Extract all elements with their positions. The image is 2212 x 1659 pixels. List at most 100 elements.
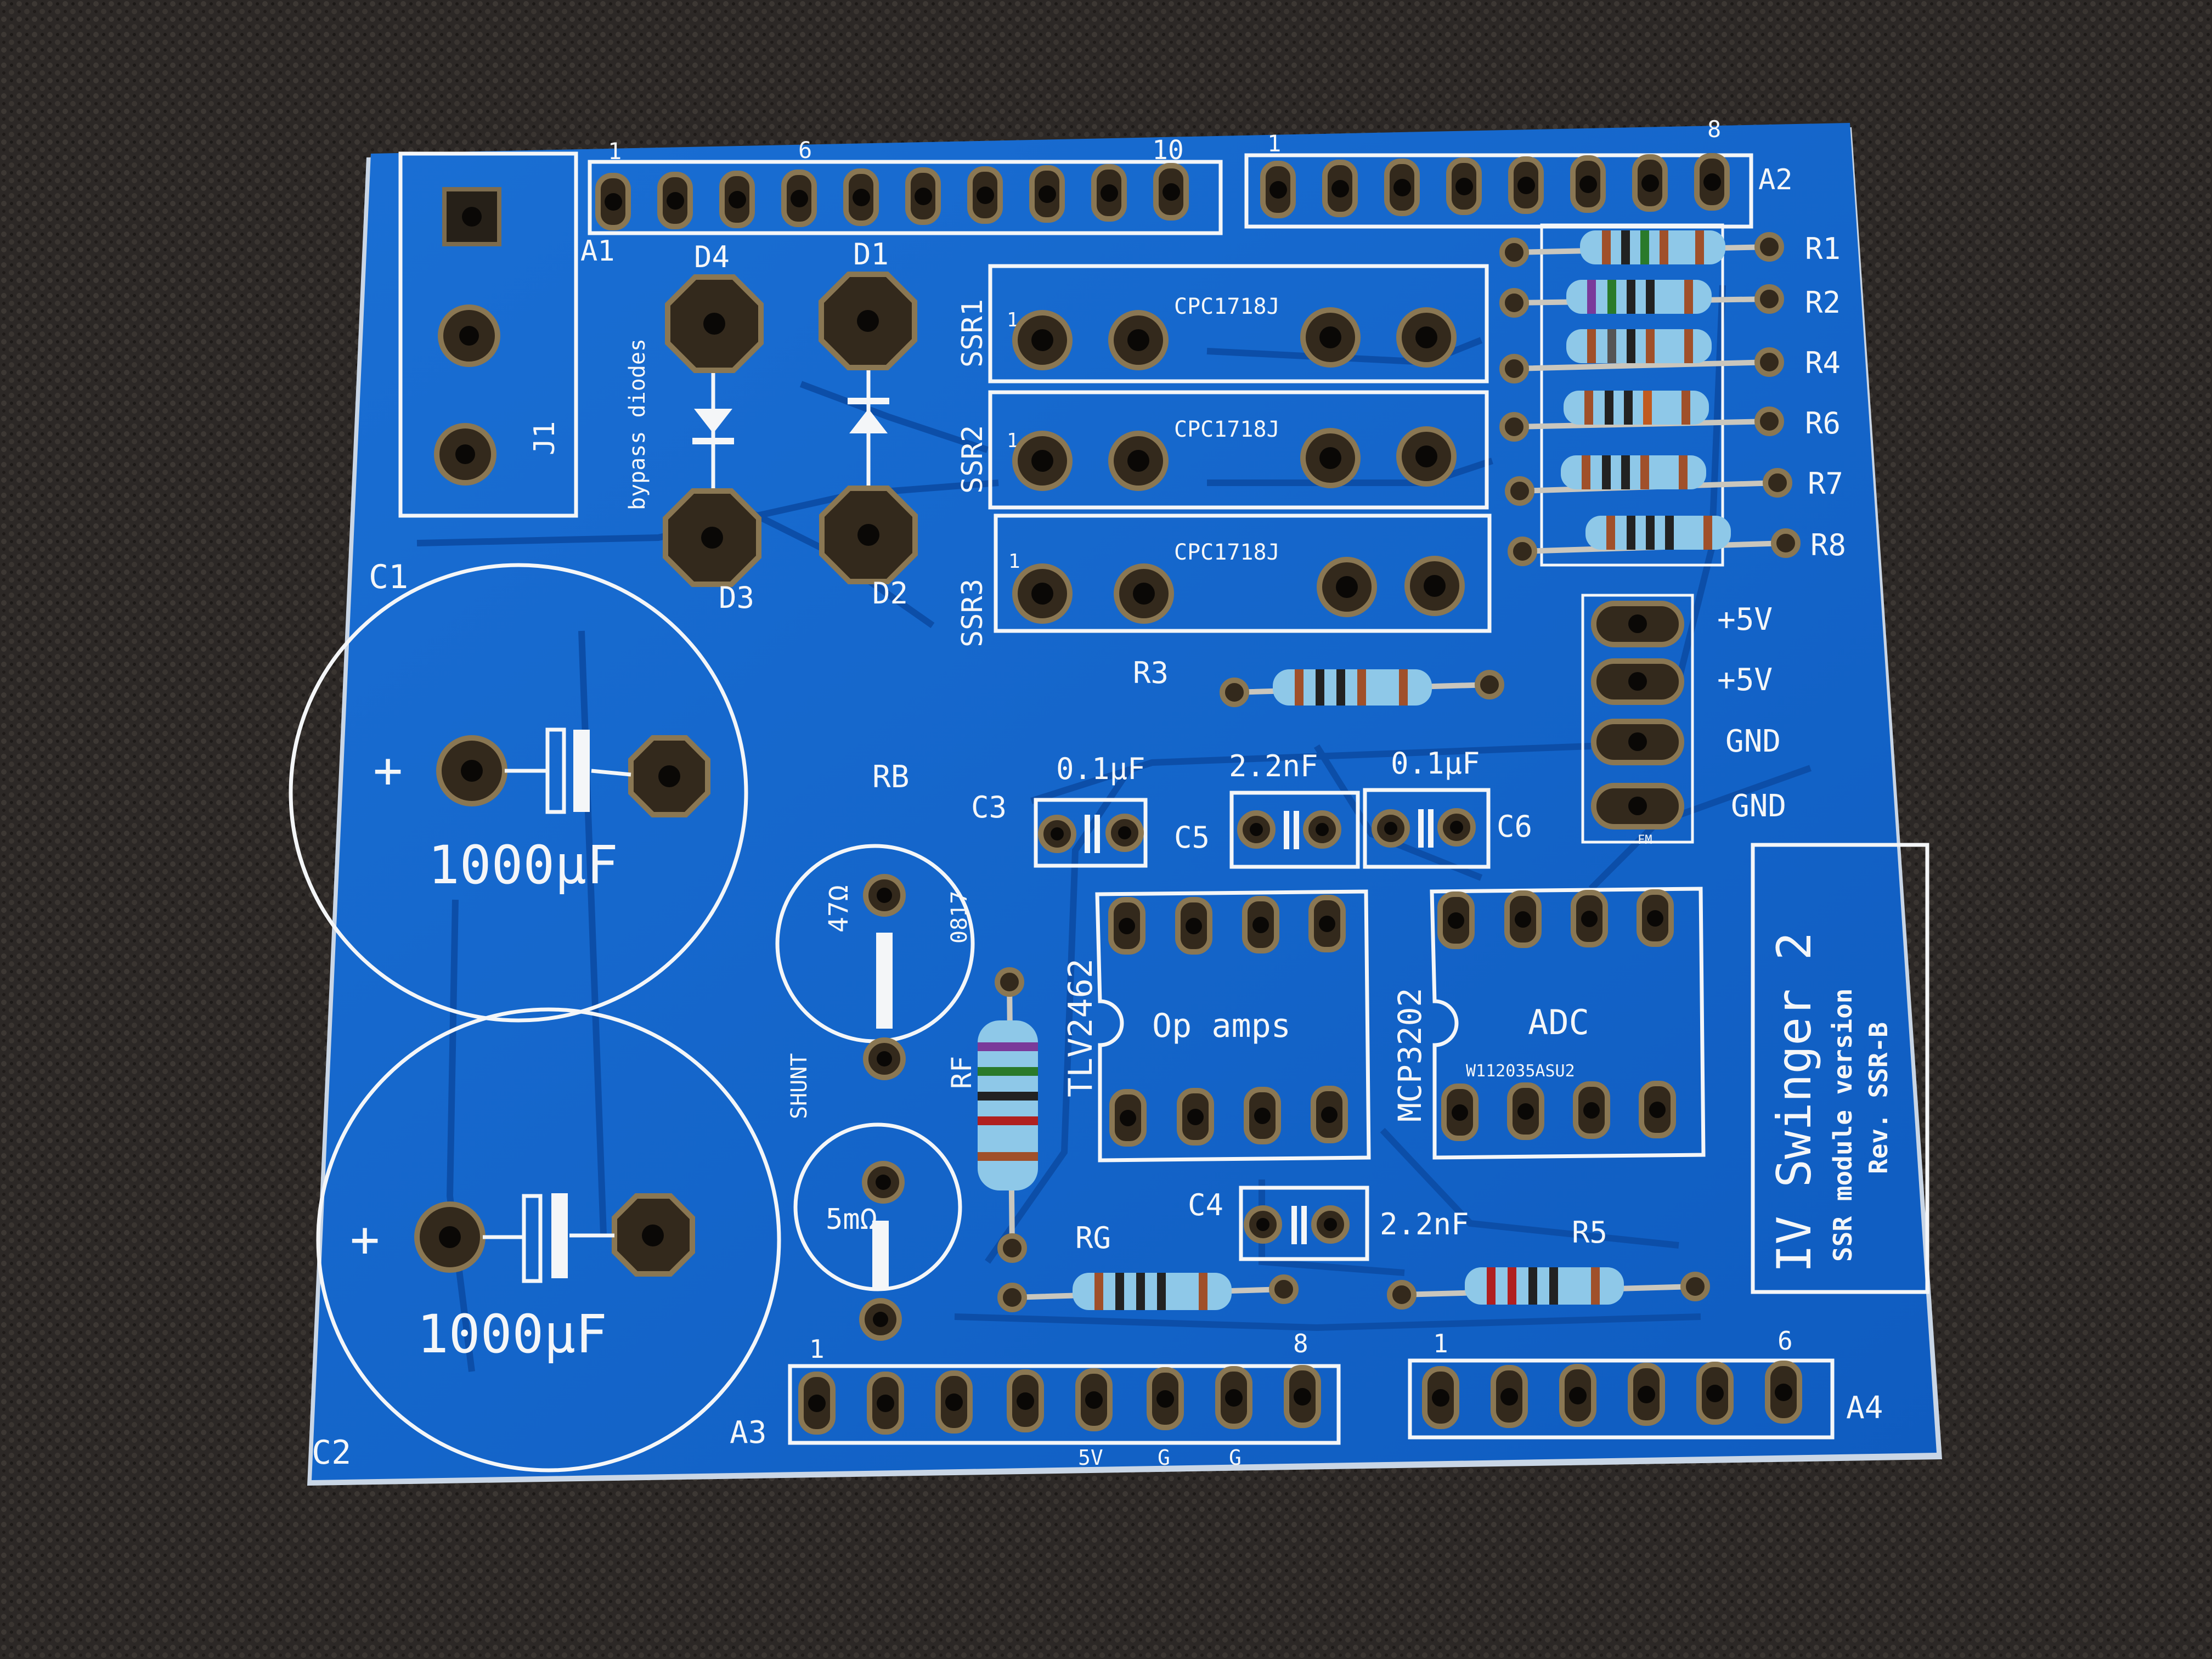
ic-opamp: TLV2462 Op amps xyxy=(1062,889,1371,1163)
r3-label: R3 xyxy=(1133,656,1169,690)
ssr1: SSR1 CPC1718J 1 xyxy=(956,264,1489,383)
header-a2: 1 8 A2 xyxy=(1244,116,1793,229)
a4-pin-last: 6 xyxy=(1778,1326,1793,1356)
fm-label: FM xyxy=(1638,833,1652,847)
r2-label: R2 xyxy=(1805,285,1841,320)
shunt-value: 5mΩ xyxy=(826,1203,877,1236)
shunt-label: SHUNT xyxy=(787,1053,812,1119)
d1-label: D1 xyxy=(853,237,889,272)
c3-ref: C3 xyxy=(971,790,1007,825)
r8-label: R8 xyxy=(1810,528,1846,562)
c2-ref: C2 xyxy=(312,1434,351,1472)
ssr2-part: CPC1718J xyxy=(1174,417,1280,442)
bypass-diodes-label: bypass diodes xyxy=(625,338,650,510)
c3-value: 0.1µF xyxy=(1056,752,1146,786)
c4-value: 2.2nF xyxy=(1380,1207,1469,1242)
header-a1: 1 6 10 A1 xyxy=(580,135,1223,268)
d2-label: D2 xyxy=(872,576,908,611)
resistor-r2 xyxy=(1499,280,1784,318)
capacitor-c5: C5 2.2nF xyxy=(1174,749,1360,869)
resistor-r8 xyxy=(1508,516,1801,566)
board-subtitle: SSR module version xyxy=(1828,989,1858,1262)
a3-pin-last: 8 xyxy=(1293,1329,1308,1358)
a1-pin-last: 10 xyxy=(1152,135,1184,166)
adc-function: ADC xyxy=(1528,1002,1589,1042)
a1-label: A1 xyxy=(580,235,615,268)
adc-marking: W112035ASU2 xyxy=(1466,1062,1575,1081)
resistor-r6 xyxy=(1499,391,1784,442)
r6-label: R6 xyxy=(1805,406,1841,441)
ic-adc: MCP3202 ADC W112035ASU2 xyxy=(1391,887,1706,1160)
c6-ref: C6 xyxy=(1497,809,1532,844)
shunt-area: RB 47Ω 0817 SHUNT RF 5mΩ xyxy=(775,759,978,1341)
capacitor-c4: C4 2.2nF xyxy=(1188,1186,1469,1261)
r4-label: R4 xyxy=(1805,346,1841,380)
a3-note-g1: G xyxy=(1158,1446,1170,1470)
title-block: IV Swinger 2 SSR module version Rev. SSR… xyxy=(1751,843,1929,1294)
resistor-r4 xyxy=(1499,329,1784,383)
capacitor-c2: + 1000µF C2 xyxy=(312,1007,781,1472)
a4-pins xyxy=(1422,1361,1802,1429)
ssr2-pin1: 1 xyxy=(1007,430,1019,452)
c1-polarity: + xyxy=(373,742,403,799)
c6-value: 0.1µF xyxy=(1391,746,1480,781)
capacitor-c6: C6 0.1µF xyxy=(1363,746,1532,869)
bypass-diodes: bypass diodes D4 D1 D3 D2 xyxy=(625,237,918,615)
capacitor-c3: C3 0.1µF xyxy=(971,752,1148,868)
ssr3-pin1: 1 xyxy=(1008,550,1020,573)
a3-label: A3 xyxy=(730,1415,766,1451)
ssr3-ref: SSR3 xyxy=(956,579,989,647)
r7-label: R7 xyxy=(1808,466,1843,501)
ssr1-ref: SSR1 xyxy=(956,299,989,368)
rb-value: 47Ω xyxy=(823,885,854,933)
resistor-rg: RG xyxy=(997,1221,1299,1312)
c5-ref: C5 xyxy=(1174,820,1210,855)
a4-pin-first: 1 xyxy=(1433,1329,1448,1358)
resistor-bank: R1 R2 R4 R6 R7 R8 xyxy=(1499,223,1846,567)
a3-note-5v: 5V xyxy=(1078,1446,1103,1470)
diode-symbol-d4-d3 xyxy=(692,373,734,488)
ssr1-pin1: 1 xyxy=(1007,309,1019,331)
power-pin-4: GND xyxy=(1731,788,1786,824)
rf-ref: RF xyxy=(946,1056,978,1089)
ssr3: SSR3 CPC1718J 1 xyxy=(956,514,1492,647)
opamp-function: Op amps xyxy=(1152,1007,1291,1045)
c1-ref: C1 xyxy=(369,558,408,596)
a4-label: A4 xyxy=(1846,1390,1883,1426)
adc-part: MCP3202 xyxy=(1391,988,1429,1122)
d4-label: D4 xyxy=(694,240,730,274)
power-pin-3: GND xyxy=(1725,724,1781,759)
a2-pin-first: 1 xyxy=(1267,130,1281,157)
a1-pins xyxy=(595,163,1189,230)
c5-value: 2.2nF xyxy=(1229,749,1318,783)
c1-value: 1000µF xyxy=(428,834,618,896)
a2-label: A2 xyxy=(1758,163,1793,196)
j1-label: J1 xyxy=(528,421,561,455)
a3-pins xyxy=(798,1365,1321,1435)
pcb-board: J1 1 6 10 A1 xyxy=(289,116,1942,1486)
a1-pin-mid: 6 xyxy=(798,137,812,163)
c4-ref: C4 xyxy=(1188,1188,1223,1222)
rb-code: 0817 xyxy=(947,891,972,944)
header-a3: 1 8 A3 5V G G xyxy=(730,1329,1341,1470)
ssr2-ref: SSR2 xyxy=(956,425,989,494)
power-header: +5V +5V GND GND FM xyxy=(1581,594,1786,847)
ssr2: SSR2 CPC1718J 1 xyxy=(956,390,1489,510)
r1-label: R1 xyxy=(1805,232,1841,266)
resistor-rf xyxy=(978,967,1038,1263)
c2-value: 1000µF xyxy=(417,1304,607,1365)
capacitor-c1: + 1000µF C1 xyxy=(289,558,748,1023)
board-revision: Rev. SSR-B xyxy=(1864,1022,1893,1174)
power-pin-2: +5V xyxy=(1717,662,1773,698)
r5-label: R5 xyxy=(1572,1215,1607,1250)
ssr1-part: CPC1718J xyxy=(1174,294,1280,319)
opamp-part: TLV2462 xyxy=(1062,958,1100,1097)
resistor-r1 xyxy=(1499,230,1784,267)
rg-label: RG xyxy=(1075,1221,1111,1255)
power-pin-1: +5V xyxy=(1717,602,1773,637)
a3-pin-first: 1 xyxy=(809,1334,825,1364)
a3-note-g2: G xyxy=(1229,1446,1242,1470)
diode-symbol-d1-d2 xyxy=(848,370,889,486)
rb-ref: RB xyxy=(872,759,909,795)
